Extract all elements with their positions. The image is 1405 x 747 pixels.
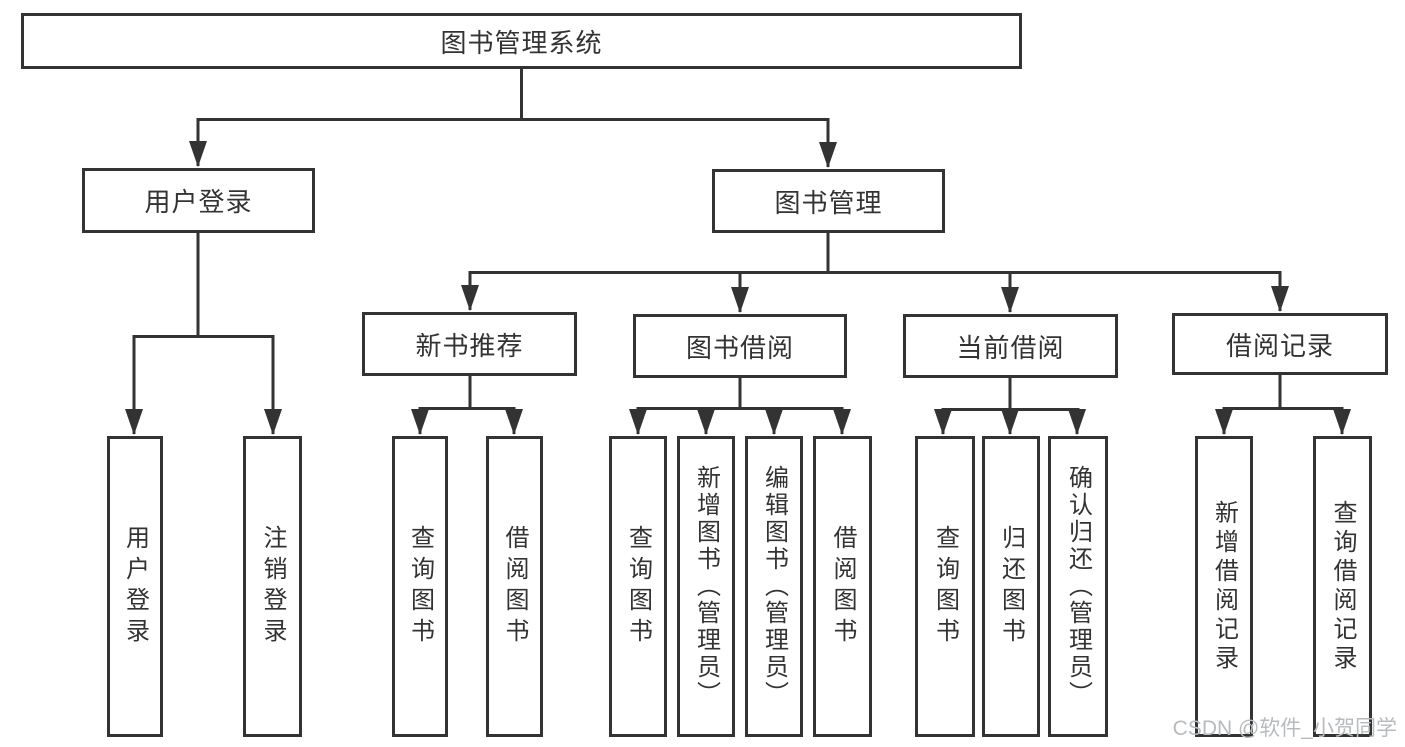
leaf-query-book-2-label: 查询图书 (624, 524, 652, 649)
leaf-borrow-book-1-label: 借阅图书 (501, 524, 528, 649)
leaf-query-book-1-label: 查询图书 (406, 524, 434, 649)
leaf-confirm-return-label: 确认归还（管理员） (1064, 465, 1092, 708)
node-new-book-rec-label: 新书推荐 (415, 330, 524, 361)
leaf-return-book: 归还图书 (982, 436, 1040, 737)
node-book-borrow-label: 图书借阅 (685, 332, 794, 363)
node-user-login-label: 用户登录 (144, 187, 253, 217)
leaf-confirm-return: 确认归还（管理员） (1048, 436, 1108, 737)
leaf-edit-book: 编辑图书（管理员） (745, 436, 803, 737)
leaf-user-login: 用户登录 (107, 436, 163, 737)
leaf-edit-book-label: 编辑图书（管理员） (760, 465, 788, 708)
leaf-add-book: 新增图书（管理员） (677, 436, 735, 737)
leaf-query-book-3-label: 查询图书 (931, 524, 959, 649)
node-current-borrow: 当前借阅 (903, 314, 1118, 378)
leaf-query-borrow-record-label: 查询借阅记录 (1329, 499, 1356, 674)
leaf-logout-label: 注销登录 (259, 524, 286, 649)
leaf-add-book-label: 新增图书（管理员） (692, 465, 720, 708)
leaf-borrow-book-2: 借阅图书 (813, 436, 872, 737)
leaf-borrow-book-2-label: 借阅图书 (829, 524, 856, 649)
leaf-query-book-2: 查询图书 (609, 436, 667, 737)
node-book-borrow: 图书借阅 (633, 314, 847, 378)
leaf-add-borrow-record-label: 新增借阅记录 (1210, 499, 1238, 674)
leaf-add-borrow-record: 新增借阅记录 (1195, 436, 1253, 737)
node-borrow-record-label: 借阅记录 (1225, 330, 1334, 361)
leaf-query-book-1: 查询图书 (392, 436, 448, 737)
leaf-user-login-label: 用户登录 (121, 524, 149, 649)
leaf-query-borrow-record: 查询借阅记录 (1313, 436, 1372, 737)
leaf-borrow-book-1: 借阅图书 (486, 436, 543, 737)
node-borrow-record: 借阅记录 (1172, 313, 1388, 375)
node-root: 图书管理系统 (21, 13, 1022, 69)
leaf-query-book-3: 查询图书 (915, 436, 975, 737)
node-book-mgmt: 图书管理 (712, 169, 945, 233)
node-root-label: 图书管理系统 (440, 27, 603, 58)
node-user-login: 用户登录 (82, 168, 315, 233)
leaf-return-book-label: 归还图书 (997, 524, 1025, 649)
csdn-watermark: CSDN @软件_小贺同学 (1172, 717, 1397, 740)
node-current-borrow-label: 当前借阅 (956, 332, 1065, 363)
node-new-book-rec: 新书推荐 (362, 312, 577, 376)
leaf-logout: 注销登录 (243, 436, 302, 737)
node-book-mgmt-label: 图书管理 (774, 187, 883, 218)
